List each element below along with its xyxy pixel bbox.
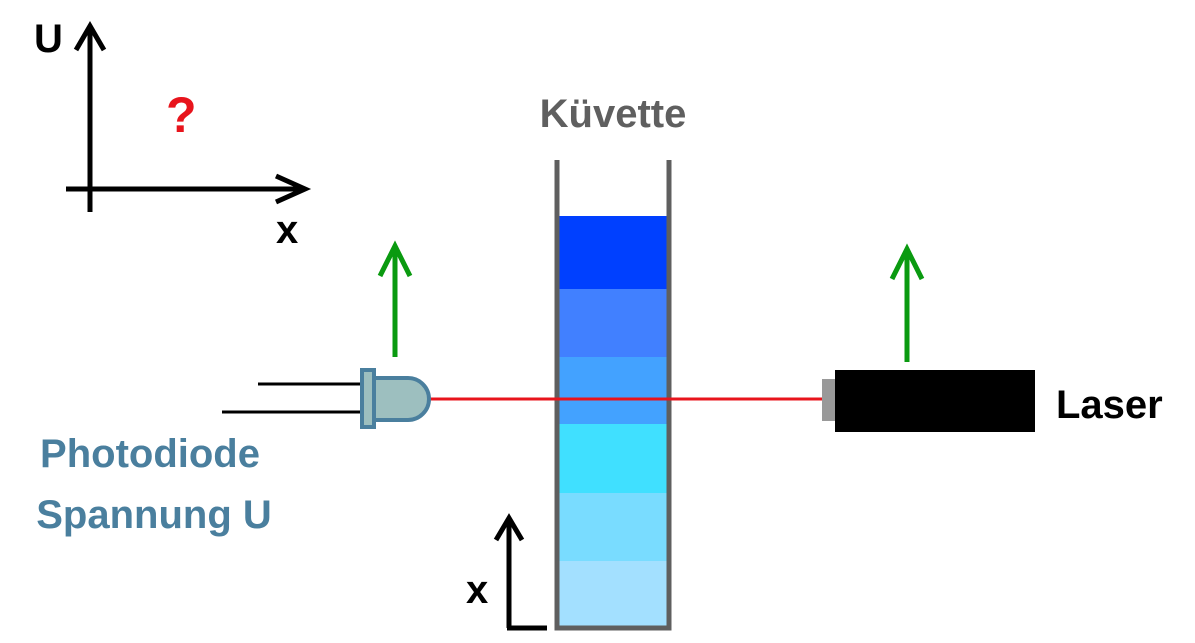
laser-body: [835, 370, 1035, 432]
motion-arrow-photodiode: [377, 240, 413, 357]
u-axis-label: U: [34, 17, 63, 61]
photodiode: [222, 368, 431, 429]
motion-arrow-laser-head: [889, 243, 925, 281]
unknown-curve-mark: ?: [166, 87, 197, 143]
cuvette-layer-2: [559, 289, 667, 357]
height-axis-arrowhead: [493, 513, 525, 542]
cuvette-layer-4: [559, 424, 667, 493]
cuvette-layer-3: [559, 357, 667, 424]
cuvette-layer-5: [559, 493, 667, 561]
x-axis-arrowhead: [274, 173, 312, 205]
height-axis-label: x: [466, 568, 488, 612]
cuvette-layer-1: [559, 216, 667, 289]
cuvette-liquid-layers: [559, 216, 667, 628]
x-axis-label: x: [276, 208, 298, 252]
cuvette-layer-6: [559, 561, 667, 628]
cuvette-label: Küvette: [540, 92, 687, 136]
voltage-label: Spannung U: [36, 493, 272, 537]
laser-label: Laser: [1056, 383, 1163, 427]
photodiode-lens: [372, 376, 431, 422]
laser: [822, 370, 1035, 432]
laser-aperture: [822, 379, 836, 421]
motion-arrow-laser: [889, 243, 925, 362]
motion-arrow-photodiode-head: [377, 240, 413, 278]
u-axis-arrowhead: [73, 21, 107, 52]
cuvette-walls: [554, 160, 672, 631]
cuvette: [554, 160, 672, 631]
u-x-plot: U x ?: [34, 17, 312, 252]
photodiode-label: Photodiode: [40, 432, 260, 476]
height-axis: x: [466, 513, 547, 631]
